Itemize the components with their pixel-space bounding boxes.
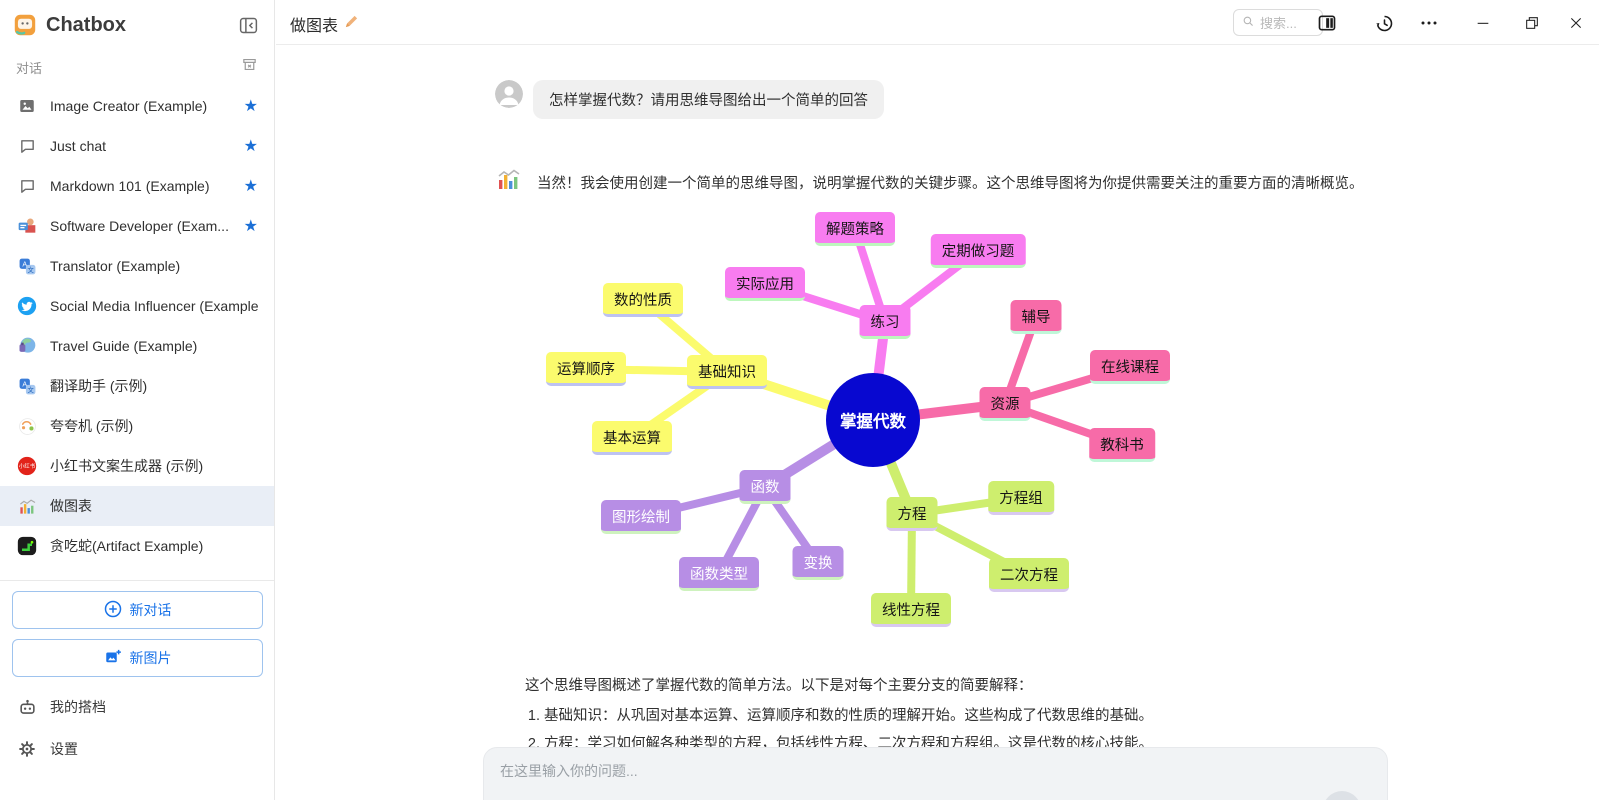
assistant-message: 当然！我会使用创建一个简单的思维导图，说明掌握代数的关键步骤。这个思维导图将为你… [495, 165, 1364, 193]
mindmap-center-node: 掌握代数 [826, 373, 920, 467]
mindmap-node-quadratic-equations: 二次方程 [989, 558, 1069, 592]
mindmap-node-resources: 资源 [979, 387, 1031, 421]
mindmap-node-order-of-operations: 运算顺序 [546, 352, 626, 386]
mindmap-node-textbooks: 教科书 [1089, 428, 1155, 462]
sidebar-item-markdown-101[interactable]: Markdown 101 (Example) ★ [0, 166, 274, 206]
app-title: Chatbox [46, 13, 126, 36]
sidebar-item-praise-machine[interactable]: 夸夸机 (示例) [0, 406, 274, 446]
sidebar: Chatbox 对话 Image Creator (Example) ★ Jus… [0, 0, 275, 800]
svg-text:A: A [22, 260, 27, 268]
mindmap-node-tutoring: 辅导 [1010, 300, 1062, 334]
mindmap-summary-text: 这个思维导图概述了掌握代数的简单方法。以下是对每个主要分支的简要解释： [525, 678, 1033, 694]
sidebar-item-xiaohongshu-generator[interactable]: 小红书 小红书文案生成器 (示例) [0, 446, 274, 486]
mindmap-node-online-courses: 在线课程 [1090, 350, 1170, 384]
gear-icon [16, 738, 38, 760]
robot-icon [16, 696, 38, 718]
conversation-title: 做图表 [290, 18, 339, 35]
sidebar-item-travel-guide[interactable]: Travel Guide (Example) [0, 326, 274, 366]
close-window-button[interactable] [1564, 11, 1588, 35]
sidebar-item-make-charts[interactable]: 做图表 [0, 486, 274, 526]
restore-window-button[interactable] [1520, 11, 1544, 35]
sidebar-item-snake-game[interactable]: 贪吃蛇(Artifact Example) [0, 526, 274, 566]
image-icon [16, 95, 38, 117]
star-icon[interactable]: ★ [243, 178, 258, 195]
svg-text:A: A [22, 380, 27, 388]
mindmap-node-equations: 方程 [886, 497, 938, 531]
new-image-button[interactable]: 新图片 [12, 639, 263, 677]
sidebar-header: Chatbox [0, 0, 274, 50]
mindmap-node-equation-systems: 方程组 [988, 481, 1054, 515]
user-message-bubble: 怎样掌握代数？请用思维导图给出一个简单的回答 [533, 80, 884, 119]
message-input-box[interactable] [483, 747, 1388, 800]
main-area: 做图表 搜索... 怎样掌握代数？请用思维导图给出一 [276, 0, 1599, 800]
assistant-avatar-chart-icon [495, 165, 523, 193]
edit-title-icon[interactable] [344, 14, 359, 34]
user-message: 怎样掌握代数？请用思维导图给出一个简单的回答 [495, 80, 884, 119]
collapse-sidebar-button[interactable] [236, 13, 260, 37]
search-icon [1242, 15, 1255, 31]
sidebar-item-software-developer[interactable]: Software Developer (Exam... ★ [0, 206, 274, 246]
mindmap-node-transformations: 变换 [792, 546, 844, 580]
mindmap-node-functions: 函数 [739, 470, 791, 504]
search-input[interactable]: 搜索... [1233, 9, 1323, 36]
conversations-section-header: 对话 [0, 50, 274, 86]
sidebar-item-image-creator[interactable]: Image Creator (Example) ★ [0, 86, 274, 126]
history-button[interactable] [1372, 11, 1396, 35]
star-icon[interactable]: ★ [243, 138, 258, 155]
new-chat-button[interactable]: 新对话 [12, 591, 263, 629]
svg-text:文: 文 [27, 385, 34, 394]
sidebar-item-just-chat[interactable]: Just chat ★ [0, 126, 274, 166]
svg-text:文: 文 [27, 265, 34, 274]
settings-item[interactable]: 设置 [0, 729, 274, 769]
chat-area: 怎样掌握代数？请用思维导图给出一个简单的回答 当然！我会使用创建一个简单的思维导… [276, 46, 1599, 800]
user-avatar [495, 80, 523, 108]
send-button[interactable] [1323, 791, 1361, 800]
clear-conversations-icon[interactable] [241, 56, 258, 78]
travel-globe-icon [16, 335, 38, 357]
mindmap-node-applications: 实际应用 [725, 267, 805, 301]
snake-game-icon [16, 535, 38, 557]
chat-bubble-icon [16, 175, 38, 197]
plus-circle-icon [104, 600, 122, 621]
conversations-label: 对话 [16, 60, 43, 76]
star-icon[interactable]: ★ [243, 98, 258, 115]
more-options-button[interactable] [1417, 11, 1441, 35]
mindmap: 练习 解题策略 定期做习题 实际应用 资源 辅导 在线课程 教科书 基础知识 数… [480, 200, 1200, 650]
toggle-panel-button[interactable] [1315, 11, 1339, 35]
image-plus-icon [104, 648, 122, 669]
xiaohongshu-icon: 小红书 [16, 455, 38, 477]
mindmap-node-practice: 练习 [859, 305, 911, 339]
minimize-button[interactable] [1471, 11, 1495, 35]
twitter-icon [16, 295, 38, 317]
search-placeholder: 搜索... [1260, 16, 1297, 31]
svg-text:小红书: 小红书 [19, 462, 36, 470]
chart-emoji-icon [16, 495, 38, 517]
chatbox-logo-icon [14, 14, 36, 36]
developer-avatar-icon [16, 215, 38, 237]
message-input[interactable] [500, 761, 1320, 800]
mindmap-node-graphing: 图形绘制 [601, 500, 681, 534]
mindmap-node-linear-equations: 线性方程 [871, 593, 951, 627]
sidebar-item-social-media-influencer[interactable]: Social Media Influencer (Example) [0, 286, 274, 326]
mindmap-node-strategies: 解题策略 [815, 212, 895, 246]
praise-machine-icon [16, 415, 38, 437]
my-partners-item[interactable]: 我的搭档 [0, 687, 274, 727]
assistant-intro-text: 当然！我会使用创建一个简单的思维导图，说明掌握代数的关键步骤。这个思维导图将为你… [537, 176, 1364, 192]
mindmap-node-number-properties: 数的性质 [603, 283, 683, 317]
chat-bubble-icon [16, 135, 38, 157]
mindmap-node-fundamentals: 基础知识 [687, 355, 767, 389]
mindmap-node-basic-operations: 基本运算 [592, 421, 672, 455]
mindmap-node-function-types: 函数类型 [679, 557, 759, 591]
sidebar-divider [0, 580, 274, 581]
mindmap-node-regular-exercises: 定期做习题 [930, 234, 1026, 268]
conversation-list: Image Creator (Example) ★ Just chat ★ Ma… [0, 86, 274, 566]
topbar: 做图表 搜索... [276, 0, 1599, 45]
star-icon[interactable]: ★ [243, 218, 258, 235]
list-item: 基础知识：从巩固对基本运算、运算顺序和数的性质的理解开始。这些构成了代数思维的基… [544, 706, 1153, 727]
